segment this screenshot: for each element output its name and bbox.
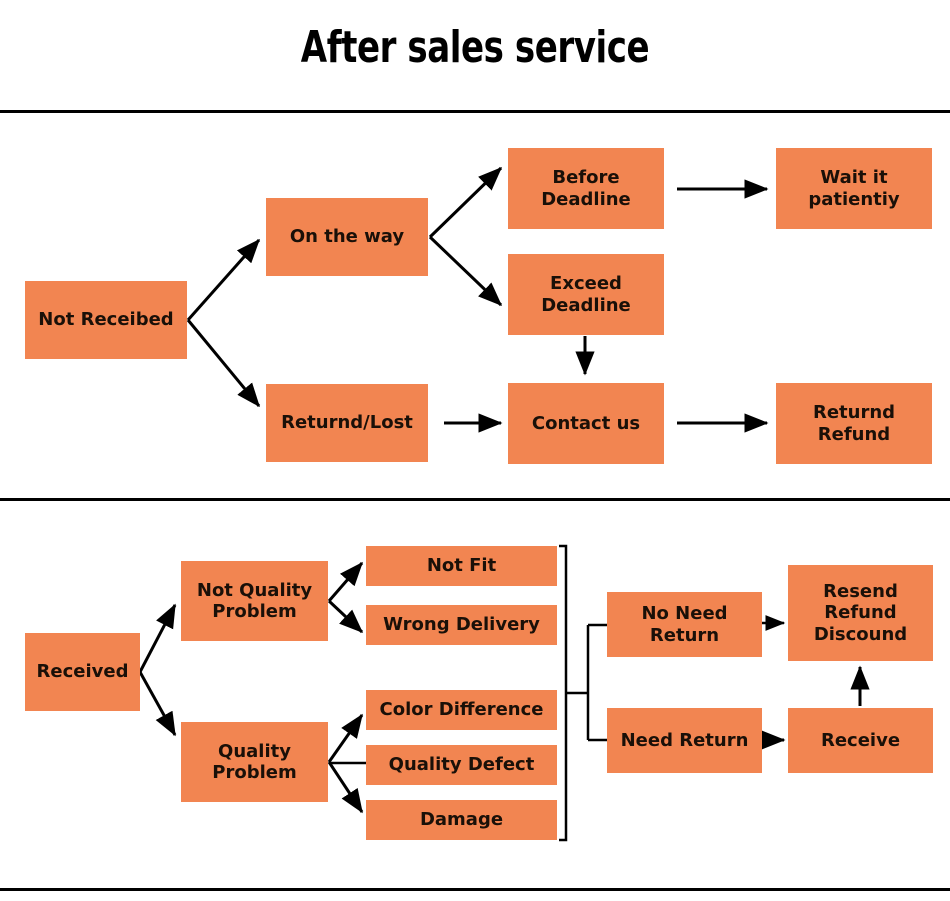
node-wait-it-patiently-label: Wait it patientiy (808, 167, 900, 210)
node-quality-defect[interactable]: Quality Defect (366, 745, 557, 785)
divider-top (0, 110, 950, 113)
node-returned-lost[interactable]: Returnd/Lost (266, 384, 428, 462)
node-receive-label: Receive (820, 729, 901, 751)
node-quality-problem[interactable]: Quality Problem (181, 722, 328, 802)
node-returned-refund-label: Returnd Refund (812, 402, 896, 445)
node-wrong-delivery-label: Wrong Delivery (383, 614, 540, 636)
node-returned-refund[interactable]: Returnd Refund (776, 383, 932, 464)
node-not-fit-label: Not Fit (426, 555, 497, 577)
node-not-received[interactable]: Not Receibed (25, 281, 187, 359)
node-before-deadline[interactable]: Before Deadline (508, 148, 664, 229)
node-exceed-deadline-label: Exceed Deadline (541, 273, 631, 316)
node-quality-problem-label: Quality Problem (212, 740, 297, 783)
node-need-return[interactable]: Need Return (607, 708, 762, 773)
node-damage[interactable]: Damage (366, 800, 557, 840)
node-on-the-way[interactable]: On the way (266, 198, 428, 276)
node-not-received-label: Not Receibed (38, 309, 174, 331)
node-color-difference[interactable]: Color Difference (366, 690, 557, 730)
node-receive[interactable]: Receive (788, 708, 933, 773)
node-need-return-label: Need Return (620, 729, 749, 751)
node-contact-us[interactable]: Contact us (508, 383, 664, 464)
node-wrong-delivery[interactable]: Wrong Delivery (366, 605, 557, 645)
node-no-need-return-label: No Need Return (641, 603, 728, 646)
node-received[interactable]: Received (25, 633, 140, 711)
divider-middle (0, 498, 950, 501)
node-not-fit[interactable]: Not Fit (366, 546, 557, 586)
page-title: After sales service (300, 22, 650, 73)
node-not-quality-problem-label: Not Quality Problem (196, 579, 313, 622)
node-contact-us-label: Contact us (531, 412, 641, 434)
node-quality-defect-label: Quality Defect (388, 754, 535, 776)
node-exceed-deadline[interactable]: Exceed Deadline (508, 254, 664, 335)
node-resend-refund-discound[interactable]: Resend Refund Discound (788, 565, 933, 661)
divider-bottom (0, 888, 950, 891)
node-wait-it-patiently[interactable]: Wait it patientiy (776, 148, 932, 229)
node-not-quality-problem[interactable]: Not Quality Problem (181, 561, 328, 641)
node-damage-label: Damage (419, 809, 504, 831)
node-no-need-return[interactable]: No Need Return (607, 592, 762, 657)
node-received-label: Received (36, 661, 129, 683)
node-color-difference-label: Color Difference (379, 699, 544, 721)
node-returned-lost-label: Returnd/Lost (281, 412, 413, 434)
node-resend-refund-discound-label: Resend Refund Discound (813, 581, 908, 645)
node-on-the-way-label: On the way (289, 226, 405, 248)
node-before-deadline-label: Before Deadline (541, 167, 631, 210)
